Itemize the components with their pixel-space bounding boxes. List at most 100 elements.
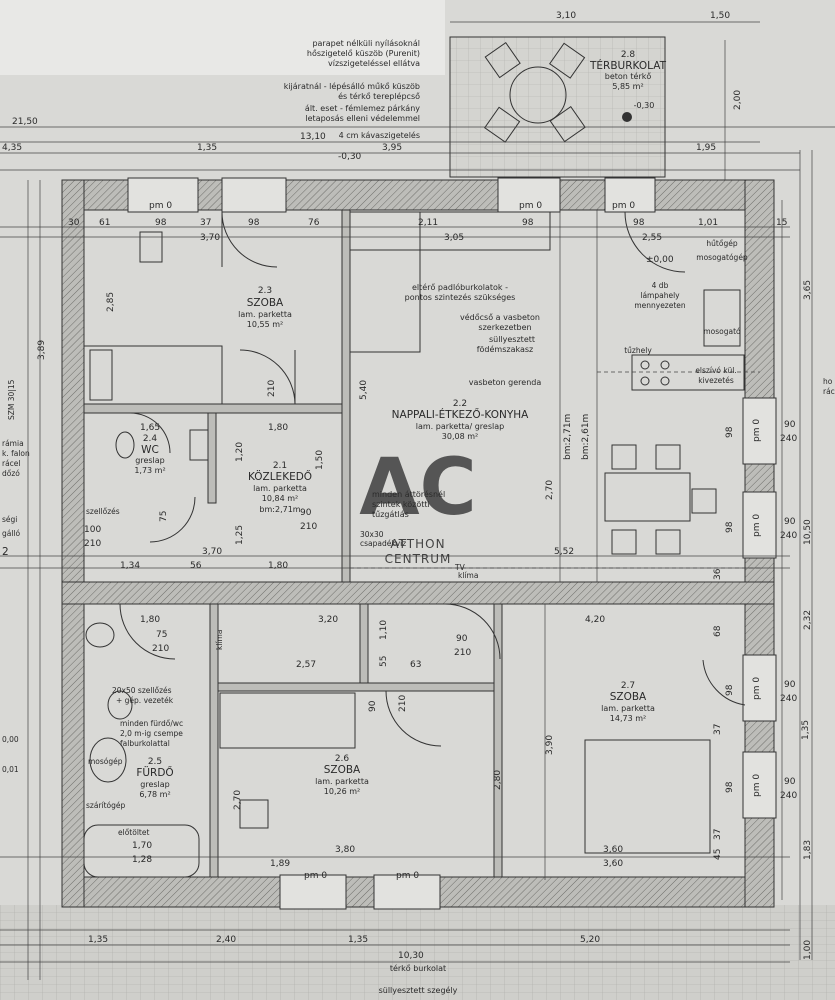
room-2-2: 2.2 NAPPALI-ÉTKEZŐ-KONYHA lam. parketta/… bbox=[392, 399, 530, 441]
note-sulyesztett-2: födémszakasz bbox=[477, 344, 534, 354]
paving-bottom bbox=[0, 905, 835, 1000]
dim-1050: 10,50 bbox=[803, 519, 813, 545]
room-height: bm:2,71m bbox=[259, 505, 300, 514]
dim-520: 5,20 bbox=[580, 935, 600, 945]
dim-395: 3,95 bbox=[382, 143, 402, 153]
room-area: 10,55 m² bbox=[247, 320, 283, 329]
dim-37: 37 bbox=[200, 218, 211, 228]
dim-365: 3,65 bbox=[803, 280, 813, 300]
room-material: lam. parketta bbox=[253, 484, 307, 493]
note-attores-1: minden áttörésnél bbox=[372, 489, 445, 499]
top-notes: parapet nélküli nyílásoknál hőszigetelő … bbox=[284, 38, 421, 140]
fragment-d: dőzó bbox=[2, 469, 20, 478]
note-attores-2: szintek közötti bbox=[372, 500, 430, 509]
watermark: AC ATTHON CENTRUM bbox=[359, 443, 477, 566]
pm-r4: pm 0 bbox=[752, 774, 762, 797]
note-mosogep: mosógép bbox=[88, 757, 123, 766]
note-tv: TV bbox=[454, 563, 466, 572]
note-furdo-2: 2,0 m-ig csempe bbox=[120, 729, 183, 738]
note-tuzhely: tűzhely bbox=[624, 346, 652, 355]
dim-101: 1,01 bbox=[698, 218, 718, 228]
note-elotoltet: előtöltet bbox=[118, 828, 149, 837]
dim-100b: 1,00 bbox=[803, 940, 813, 960]
pm-r1: pm 0 bbox=[752, 419, 762, 442]
dim-435: 4,35 bbox=[2, 143, 22, 153]
room-number: 2.6 bbox=[335, 754, 350, 764]
dim-1030: 10,30 bbox=[398, 951, 424, 961]
dim-200: 2,00 bbox=[733, 90, 743, 110]
dim-lvl-top: -0,30 bbox=[338, 152, 362, 162]
note-kijarat-1: kijáratnál - lépésálló műkő küszöb bbox=[284, 81, 420, 91]
dim-1310: 13,10 bbox=[300, 132, 326, 142]
dim-68: 68 bbox=[713, 625, 723, 637]
dim-390: 3,90 bbox=[545, 735, 555, 755]
dim-240b: 2,40 bbox=[216, 935, 236, 945]
dim-210e: 210 bbox=[454, 648, 471, 658]
note-bm-left: bm:2,71m bbox=[563, 414, 573, 460]
dim-211: 2,11 bbox=[418, 218, 438, 228]
pm-bottom-1: pm 0 bbox=[304, 871, 327, 881]
terrace bbox=[449, 36, 666, 178]
pm-top-3: pm 0 bbox=[612, 201, 635, 211]
dim-37c: 37 bbox=[713, 829, 723, 840]
dim-75a: 75 bbox=[159, 511, 169, 522]
note-padlo-1: eltérő padlóburkolatok - bbox=[412, 282, 508, 292]
note-mosogatogep: mosogatógép bbox=[696, 253, 748, 262]
room-area: 6,78 m² bbox=[139, 790, 170, 799]
dim-240-r2: 240 bbox=[780, 531, 797, 541]
dim-180a: 1,80 bbox=[268, 423, 288, 433]
dim-125: 1,25 bbox=[235, 525, 245, 545]
room-number: 2.5 bbox=[148, 757, 162, 767]
dim-45: 45 bbox=[713, 849, 723, 860]
note-eset-2: letaposás elleni védelemmel bbox=[305, 113, 420, 123]
note-bm-right: bm:2,61m bbox=[581, 414, 591, 460]
dim-150: 1,50 bbox=[315, 450, 325, 470]
dim-240-r3: 240 bbox=[780, 694, 797, 704]
dim-98-r4: 98 bbox=[725, 781, 735, 793]
dim-305: 3,05 bbox=[444, 233, 464, 243]
dim-98a: 98 bbox=[155, 218, 167, 228]
dim-55: 55 bbox=[379, 656, 389, 667]
furniture bbox=[83, 211, 745, 878]
right-edge-fragments: ho rác bbox=[823, 377, 835, 396]
dim-135b: 1,35 bbox=[801, 720, 811, 740]
room-material: lam. parketta bbox=[315, 777, 369, 786]
watermark-logo: AC bbox=[359, 443, 477, 533]
note-terko-burkolat: térkő burkolat bbox=[390, 963, 446, 973]
note-klima: klíma bbox=[458, 571, 478, 580]
room-2-7: 2.7 SZOBA lam. parketta 14,73 m² bbox=[601, 681, 655, 723]
dim-36: 36 bbox=[713, 568, 723, 580]
dim-195: 1,95 bbox=[696, 143, 716, 153]
dimension-lines bbox=[0, 21, 835, 980]
fragment-g: 2 bbox=[2, 546, 9, 558]
terrace-labels: 2.8 TÉRBURKOLAT beton térkő 5,85 m² -0,3… bbox=[589, 50, 667, 110]
dim-63: 63 bbox=[410, 660, 421, 670]
note-furdo-3: falburkolattal bbox=[120, 739, 170, 748]
dim-98-r2: 98 bbox=[725, 521, 735, 533]
room-labels: 2.3 SZOBA lam. parketta 10,55 m² 2.2 NAP… bbox=[134, 286, 655, 799]
dim-37b: 37 bbox=[713, 724, 723, 735]
doors bbox=[119, 211, 746, 747]
note-furdo-1: minden fürdő/wc bbox=[120, 719, 183, 728]
dim-135d: 1,35 bbox=[348, 935, 368, 945]
room-2-4: 2.4 WC greslap 1,73 m² bbox=[134, 434, 165, 475]
room-area: 30,08 m² bbox=[442, 432, 478, 441]
room-area: 10,84 m² bbox=[262, 494, 298, 503]
note-elszivo-1: elszívó kül. bbox=[695, 366, 736, 375]
dim-310: 3,10 bbox=[556, 11, 576, 21]
dim-lvl0: ±0,00 bbox=[646, 255, 674, 265]
room-2-1: 2.1 KÖZLEKEDŐ lam. parketta 10,84 m² bm:… bbox=[248, 461, 312, 514]
dim-120: 1,20 bbox=[235, 442, 245, 462]
note-vedocso-1: védőcső a vasbeton bbox=[460, 312, 540, 322]
dim-98c: 98 bbox=[522, 218, 534, 228]
note-klima-2: klíma bbox=[215, 630, 224, 650]
fragment-right-b: rác bbox=[823, 387, 835, 396]
note-lampahely-2: lámpahely bbox=[640, 291, 680, 300]
dim-540: 5,40 bbox=[359, 380, 369, 400]
dim-360b: 3,60 bbox=[603, 859, 623, 869]
dim-210b: 210 bbox=[84, 539, 101, 549]
dim-420: 4,20 bbox=[585, 615, 605, 625]
dim-240-r4: 240 bbox=[780, 791, 797, 801]
watermark-line-1: ATTHON bbox=[390, 537, 445, 551]
fragment-k: 0,01 bbox=[2, 765, 19, 774]
